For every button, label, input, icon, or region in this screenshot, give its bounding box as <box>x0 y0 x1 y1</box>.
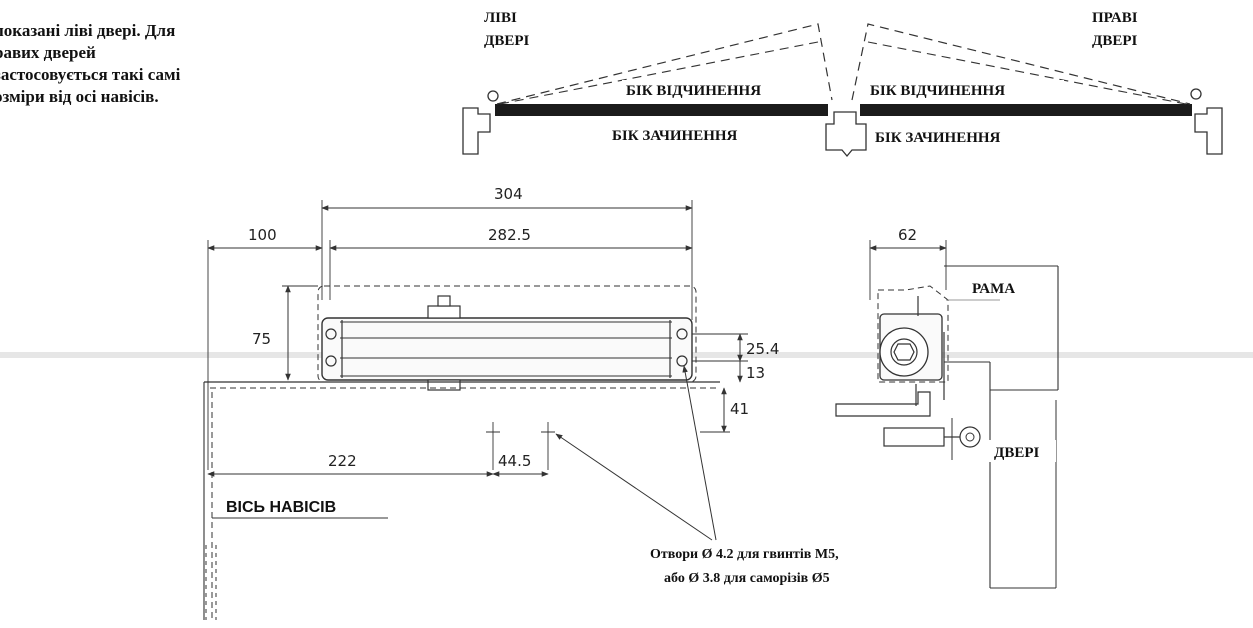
right-swing-dashed <box>851 23 1191 105</box>
dim-62: 62 <box>898 226 917 244</box>
label-bg-open-right <box>868 80 1064 98</box>
pinion-bottom <box>427 379 461 391</box>
door-swing-schematic <box>462 23 1223 158</box>
front-view <box>203 200 748 620</box>
side-pinion-hex <box>893 343 915 361</box>
screw-hole-bottom-left <box>325 355 337 367</box>
dim-100: 100 <box>248 226 277 244</box>
holes-note-line-2: або Ø 3.8 для саморізів Ø5 <box>664 571 830 586</box>
right-door-leaf <box>860 104 1192 116</box>
opening-side-left: БІК ВІДЧИНЕННЯ <box>626 83 761 99</box>
dim-75: 75 <box>252 330 271 348</box>
dim-222: 222 <box>328 452 357 470</box>
right-hinge-circle <box>1190 88 1202 100</box>
note-line-3: застосовується такі самі <box>0 65 181 84</box>
dim-282-5: 282.5 <box>488 226 531 244</box>
side-view <box>835 240 1059 589</box>
dim-44-5: 44.5 <box>498 452 531 470</box>
dim-25-4: 25.4 <box>746 340 779 358</box>
hinge-axis-label: ВІСЬ НАВІСІВ <box>226 499 336 516</box>
leader-bracket-holes <box>555 433 713 541</box>
pinion-top <box>427 305 461 319</box>
dim-13: 13 <box>746 364 765 382</box>
left-hinge-circle <box>487 90 499 102</box>
bracket-pivot-inner <box>965 432 975 442</box>
closer-arm <box>835 391 931 417</box>
door-label-bg <box>986 440 1056 462</box>
side-pinion-outer <box>879 327 929 377</box>
left-swing-dashed-2 <box>499 41 819 105</box>
middle-jamb-profile <box>825 111 867 158</box>
closing-side-right: БІК ЗАЧИНЕННЯ <box>875 130 1001 146</box>
frame-label-bg <box>964 276 1046 298</box>
screw-hole-bottom-right <box>676 355 688 367</box>
pinion-top-cap <box>437 295 451 307</box>
closer-body <box>321 317 693 381</box>
left-swing-dashed <box>496 23 833 105</box>
dim-304: 304 <box>494 185 523 203</box>
left-door-label-1: ЛІВІ <box>484 10 517 26</box>
frame-label: РАМА <box>972 281 1015 297</box>
right-frame-profile <box>1194 107 1223 155</box>
screw-hole-top-left <box>325 328 337 340</box>
side-pinion-inner <box>890 338 918 366</box>
closing-side-left: БІК ЗАЧИНЕННЯ <box>612 128 738 144</box>
opening-side-right: БІК ВІДЧИНЕННЯ <box>870 83 1005 99</box>
note-line-4: озміри від осі навісів. <box>0 87 159 106</box>
installation-note: показані ліві двері. Для равих дверей за… <box>0 20 294 108</box>
right-door-label-1: ПРАВІ <box>1092 10 1138 26</box>
door-label: ДВЕРІ <box>994 445 1039 461</box>
dim-41: 41 <box>730 400 749 418</box>
left-door-label-2: ДВЕРІ <box>484 33 529 49</box>
left-frame-profile <box>462 107 491 155</box>
left-door-leaf <box>495 104 828 116</box>
note-line-1: показані ліві двері. Для <box>0 21 176 40</box>
door-bracket <box>883 427 945 447</box>
label-bg-open-left <box>622 80 822 98</box>
bracket-pivot <box>959 426 981 448</box>
right-swing-dashed-2 <box>867 41 1187 105</box>
holes-note-line-1: Отвори Ø 4.2 для гвинтів М5, <box>650 547 839 562</box>
note-line-2: равих дверей <box>0 43 96 62</box>
leader-body-holes <box>682 365 717 541</box>
right-door-label-2: ДВЕРІ <box>1092 33 1137 49</box>
screw-hole-top-right <box>676 328 688 340</box>
